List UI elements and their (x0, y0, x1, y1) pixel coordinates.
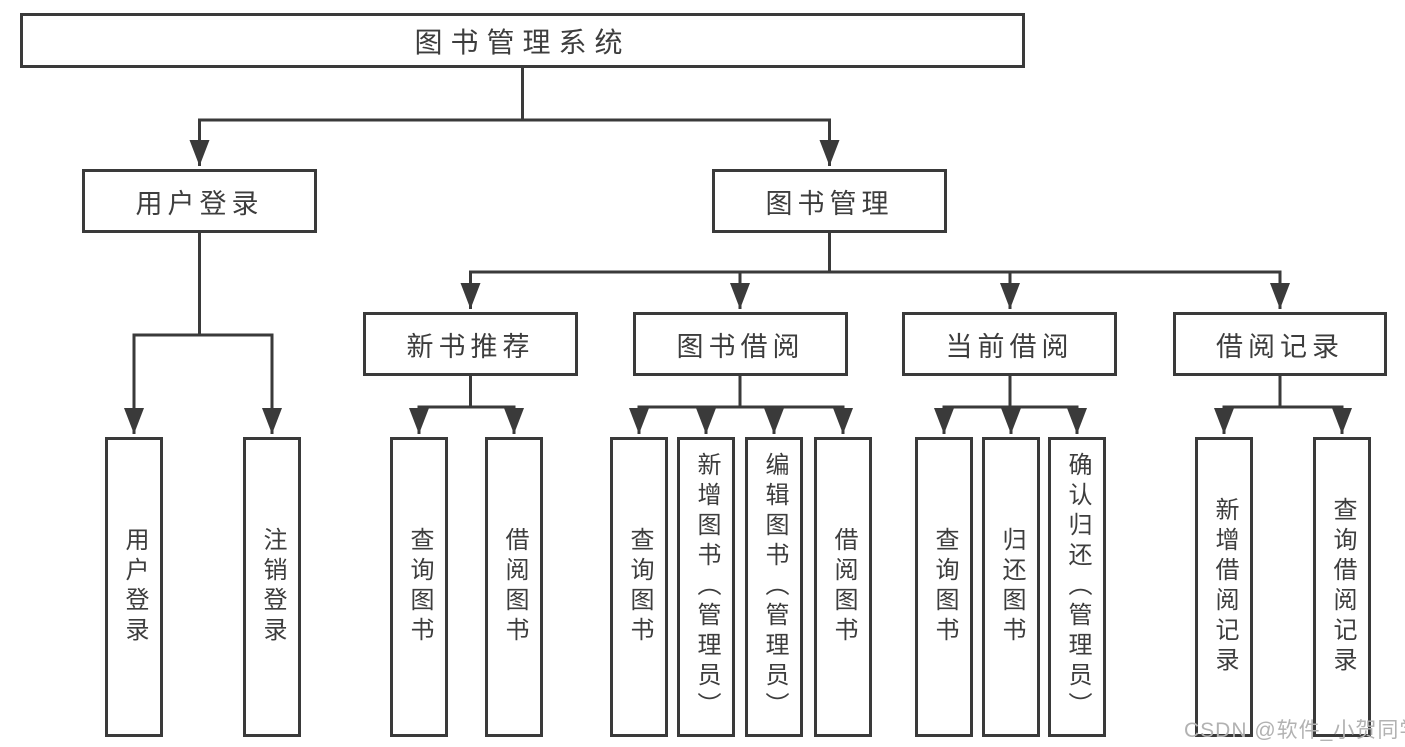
leaf-borrow-book: 借阅图书 (814, 437, 872, 737)
node-root: 图书管理系统 (20, 13, 1025, 68)
leaf-current-query-book: 查询图书 (915, 437, 973, 737)
node-current-borrow: 当前借阅 (902, 312, 1117, 376)
node-new-book-recommend: 新书推荐 (363, 312, 578, 376)
leaf-query-borrow-record: 查询借阅记录 (1313, 437, 1371, 737)
node-borrow-records: 借阅记录 (1173, 312, 1387, 376)
leaf-user-login: 用户登录 (105, 437, 163, 737)
leaf-edit-book-admin: 编辑图书（管理员） (745, 437, 803, 737)
node-book-management: 图书管理 (712, 169, 947, 233)
csdn-watermark: CSDN @软件_小贺同学 (1184, 719, 1405, 742)
leaf-recommend-query-book: 查询图书 (390, 437, 448, 737)
leaf-borrow-query-book: 查询图书 (610, 437, 668, 737)
leaf-recommend-borrow-book: 借阅图书 (485, 437, 543, 737)
node-user-login: 用户登录 (82, 169, 317, 233)
leaf-confirm-return-admin: 确认归还（管理员） (1048, 437, 1106, 737)
leaf-add-book-admin: 新增图书（管理员） (677, 437, 735, 737)
leaf-add-borrow-record: 新增借阅记录 (1195, 437, 1253, 737)
leaf-return-book: 归还图书 (982, 437, 1040, 737)
node-book-borrow: 图书借阅 (633, 312, 848, 376)
leaf-logout: 注销登录 (243, 437, 301, 737)
